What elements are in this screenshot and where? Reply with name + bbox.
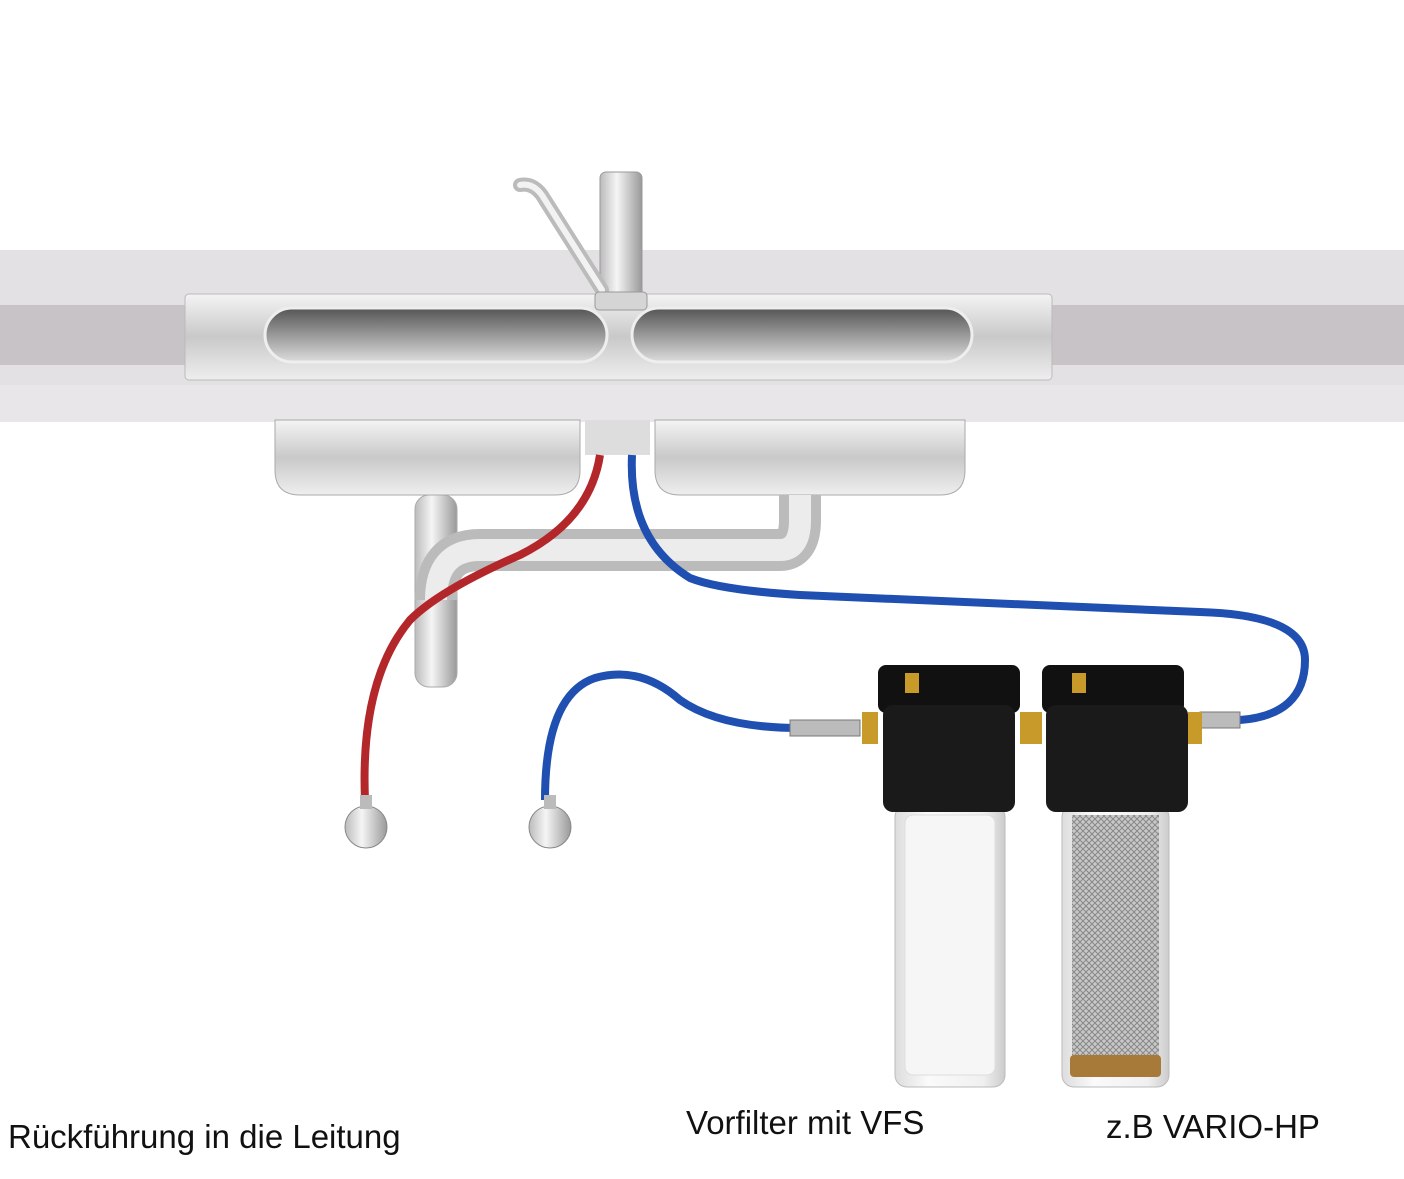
return-line-label: Rückführung in die Leitung [8, 1118, 401, 1155]
prefilter-housing [862, 665, 1042, 1088]
main-filter-housing [1042, 665, 1202, 1088]
angle-valve-hot [344, 805, 388, 849]
drain-trap [414, 494, 821, 688]
hot-water-hose [344, 454, 604, 849]
faucet [513, 171, 648, 311]
main-filter-label: z.B VARIO-HP [1106, 1108, 1320, 1145]
sink [184, 293, 1053, 381]
prefilter-label: Vorfilter mit VFS [686, 1104, 925, 1141]
angle-valve-cold [528, 805, 572, 849]
sink-basins-underside [274, 419, 966, 496]
